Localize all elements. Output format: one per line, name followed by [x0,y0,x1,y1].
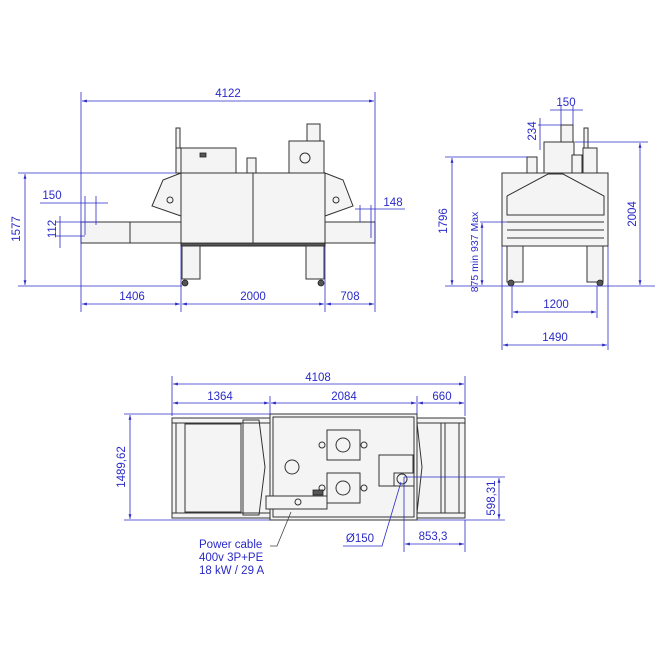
fan-mount [326,472,361,504]
inlet-hood [151,172,182,217]
outlet-hood [324,172,354,217]
dim-top-outlet-length: 660 [432,391,451,403]
dim-overall-length: 4122 [215,88,241,100]
leg [586,245,604,283]
front-view: 2004 1796 875 min 937 Max 234 150 1200 1… [438,97,655,350]
power-inlet [265,495,328,510]
dim-inlet-offset: 150 [42,190,61,202]
top-view: 4108 1364 2084 660 1489,62 598,31 853,3 … [116,372,505,577]
outlet-conveyor [324,221,376,244]
dim-top-inlet-length: 1364 [207,391,233,403]
exhaust-box [543,141,575,174]
exhaust-box [288,140,325,174]
dim-outlet-x: 853,3 [419,531,448,543]
dim-top-tunnel-length: 2084 [331,391,357,403]
dim-body-height: 1796 [438,208,450,234]
dim-top-overall-length: 4108 [305,372,331,384]
dim-wheel-span: 1200 [543,299,569,311]
leg [506,245,524,283]
dim-width: 1490 [542,332,568,344]
signal-tower [175,127,181,149]
dim-outlet-length: 708 [340,291,359,303]
dim-chimney-width: 150 [556,97,575,109]
power-rating-label: 18 kW / 29 A [199,565,265,577]
dim-inlet-height: 112 [47,220,59,238]
dim-chimney-height: 234 [527,121,539,141]
dim-outlet-offset: 148 [383,197,402,209]
fan-mount [326,429,361,461]
dim-belt-height: 875 min 937 Max [469,211,481,292]
chimney [306,123,321,142]
inlet-conveyor [80,221,182,244]
inlet-conveyor-top [171,417,271,519]
chimney [560,124,574,143]
dim-height: 1577 [11,216,23,242]
control-box [179,147,237,174]
power-cable-label: Power cable [199,539,262,551]
dim-outlet-diameter: Ø150 [346,533,374,545]
power-voltage-label: 400v 3P+PE [199,552,264,564]
leg [181,245,201,280]
dim-inlet-length: 1406 [119,291,145,303]
dim-outlet-y: 598,31 [486,480,498,515]
side-view: 4122 1577 150 112 148 1406 2000 708 [11,88,405,312]
motor [246,157,257,174]
dim-total-height: 2004 [627,201,639,227]
dim-top-width: 1489,62 [116,446,128,488]
front-body [501,172,609,247]
leg [305,245,325,280]
dim-tunnel-length: 2000 [240,291,266,303]
